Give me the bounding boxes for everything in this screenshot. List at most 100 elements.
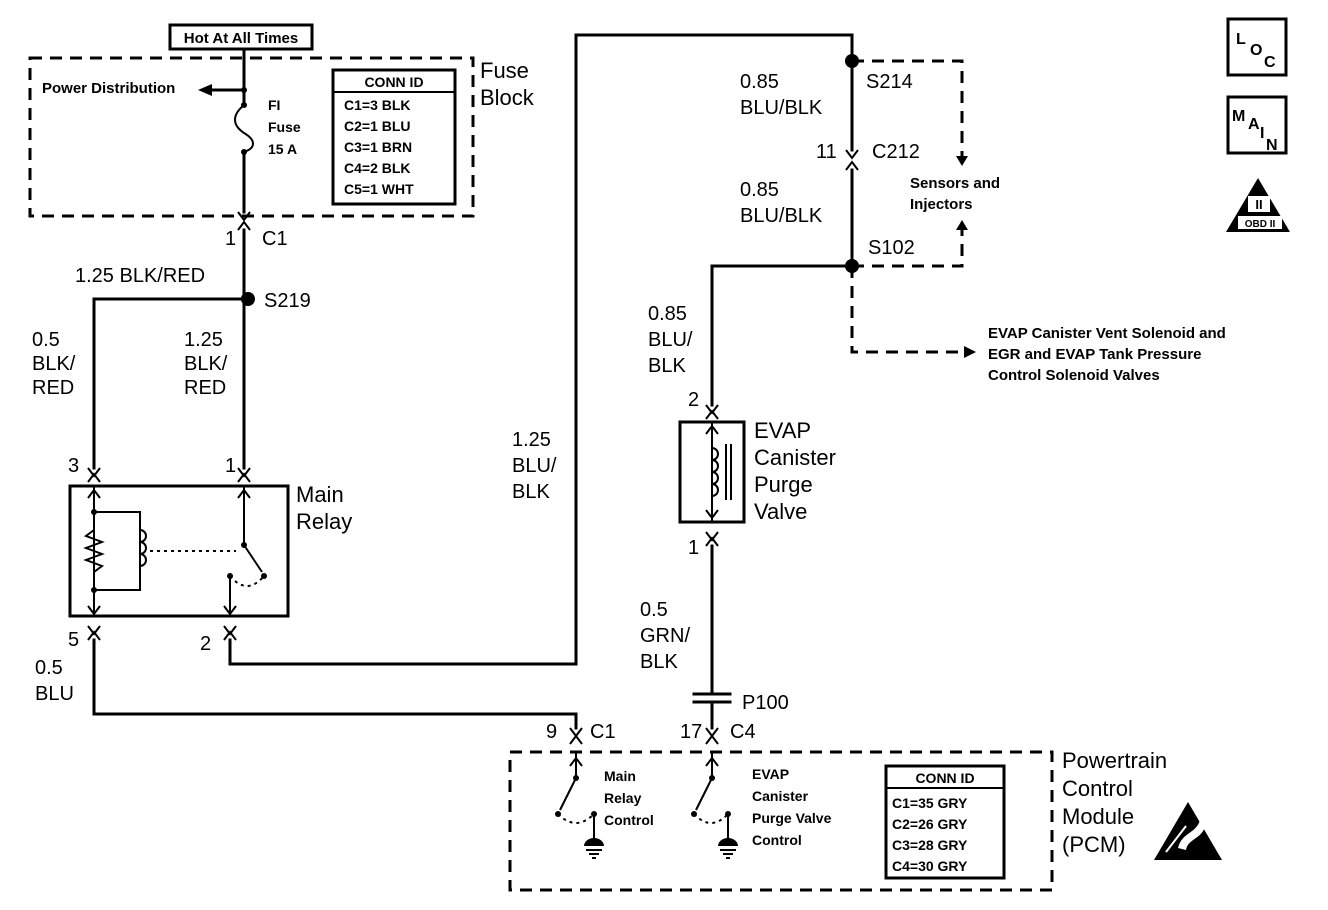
- relay-arrow-icon: [87, 488, 101, 499]
- hot-at-all-times-box: [168, 23, 314, 51]
- wire-label-blk: BLK: [648, 355, 686, 377]
- wire-label-0-5: 0.5: [640, 599, 668, 621]
- wire-label-blk: BLK: [512, 481, 550, 503]
- relay-pin1-label: 1: [225, 455, 236, 477]
- wire-label-blu: BLU/: [512, 455, 557, 477]
- ground-icon: [718, 838, 738, 846]
- switch-arrow-icon: [705, 756, 719, 767]
- wire-label-1-25-blk-red: 1.25 BLK/RED: [75, 265, 205, 287]
- loc-letter: L: [1236, 31, 1246, 48]
- sensors-label-1: Sensors and: [910, 175, 1000, 192]
- fuse-label-1: FI: [268, 97, 280, 113]
- pcm-conn-id-box: [884, 764, 1006, 880]
- relay-arrow-icon: [237, 488, 251, 499]
- c212-connector-male-icon: [845, 160, 859, 171]
- main-relay: 3 1 Main Relay 5 2: [68, 455, 352, 655]
- pcm-name-1: Powertrain: [1062, 748, 1167, 773]
- splice-s219-icon: [241, 292, 255, 306]
- splice-s102-label: S102: [868, 237, 915, 259]
- fuse-conn-item: C2=1 BLU: [344, 118, 411, 134]
- esd-hand-icon: [1178, 820, 1206, 850]
- fuse-block-name-1: Fuse: [480, 58, 529, 83]
- pcm-c1-label: C1: [590, 721, 616, 743]
- valve-pin2-label: 2: [688, 389, 699, 411]
- valve-arrow-icon: [705, 424, 719, 435]
- main-relay-control-switch: Main Relay Control: [555, 752, 654, 859]
- pcm-conn-item: C3=28 GRY: [892, 837, 968, 853]
- power-distribution-label: Power Distribution: [42, 80, 175, 97]
- fuse-conn-id-table: CONN ID C1=3 BLK C2=1 BLU C3=1 BRN C4=2 …: [331, 68, 457, 206]
- esd-slash-icon: [1165, 825, 1187, 853]
- relay-pin3-connector-icon: [87, 467, 101, 478]
- relay-resistor-icon: [83, 529, 105, 573]
- evap-vent-label-2: EGR and EVAP Tank Pressure: [988, 346, 1201, 363]
- switch-blade: [695, 777, 713, 811]
- valve-name-2: Canister: [754, 445, 836, 470]
- relay-pin5-label: 5: [68, 629, 79, 651]
- main-letter: N: [1266, 137, 1278, 154]
- valve-pin1-connector-icon: [705, 531, 719, 542]
- valve-pin1-label: 1: [688, 537, 699, 559]
- evap-vent-label-1: EVAP Canister Vent Solenoid and: [988, 325, 1226, 342]
- pcm-pin17-label: 17: [680, 721, 702, 743]
- evap-ctrl-1: EVAP: [752, 766, 789, 782]
- valve-name-1: EVAP: [754, 418, 811, 443]
- relay-name-1: Main: [296, 482, 344, 507]
- feed-wire-1-25-blu-blk: 1.25 BLU/ BLK: [228, 33, 854, 666]
- evap-vent-arrow-icon: [964, 346, 976, 358]
- evap-purge-valve: 2 EVAP Canister Purge Valve 1 0.5 GRN/ B…: [640, 389, 836, 730]
- pcm-conn-item: C1=35 GRY: [892, 795, 968, 811]
- main-letter: M: [1232, 108, 1245, 125]
- c212-pin-label: 11: [816, 141, 837, 163]
- wire-label-1-25: 1.25: [184, 329, 223, 351]
- main-relay-ctrl-1: Main: [604, 768, 636, 784]
- obd-label: OBD II: [1245, 219, 1276, 230]
- fuse-conn-item: C5=1 WHT: [344, 181, 414, 197]
- wire-label-red: RED: [184, 377, 226, 399]
- splice-s214-label: S214: [866, 71, 913, 93]
- relay-pin1-connector-icon: [237, 467, 251, 478]
- evap-ctrl-3: Purge Valve: [752, 810, 832, 826]
- fuse-block: Hot At All Times Fuse Block Power Distri…: [28, 23, 535, 250]
- pcm: 9 C1 17 C4 Powertrain Control Module (PC…: [508, 721, 1222, 892]
- loc-letter: O: [1250, 42, 1262, 59]
- relay-switch-arc: [229, 575, 265, 587]
- valve-name-4: Valve: [754, 499, 807, 524]
- wire-label-blk: BLK: [640, 651, 678, 673]
- wire-label-0-5: 0.5: [35, 657, 63, 679]
- c1-pin-label: 1: [225, 228, 236, 250]
- switch-arc: [557, 813, 595, 824]
- wire-label-0-85: 0.85: [740, 179, 779, 201]
- main-icon[interactable]: M A I N: [1226, 95, 1288, 155]
- c1-connector-male-icon: [237, 220, 251, 231]
- evap-ctrl-4: Control: [752, 832, 802, 848]
- relay-contact: [261, 573, 267, 579]
- fuse-label-2: Fuse: [268, 119, 301, 135]
- fuse-label-3: 15 A: [268, 141, 297, 157]
- wire-label-0-85: 0.85: [740, 71, 779, 93]
- loc-icon[interactable]: L O C: [1226, 17, 1288, 77]
- wire-label-0-85: 0.85: [648, 303, 687, 325]
- wire-label-blu-blk: BLU/BLK: [740, 97, 823, 119]
- sensors-arrow-icon: [956, 156, 968, 166]
- wire-label-1-25: 1.25: [512, 429, 551, 451]
- pcm-name-2: Control: [1062, 776, 1133, 801]
- c212-label: C212: [872, 141, 920, 163]
- wire-label-0-5: 0.5: [32, 329, 60, 351]
- valve-pin2-connector-icon: [705, 404, 719, 415]
- fuse-block-outline: [28, 56, 475, 218]
- fuse-conn-id-title: CONN ID: [364, 74, 423, 90]
- p100-label: P100: [742, 692, 789, 714]
- esd-warning-icon: [1154, 802, 1222, 860]
- pcm-conn-item: C4=30 GRY: [892, 858, 968, 874]
- c212-connector-female-icon: [845, 149, 859, 160]
- valve-pin2-connector-icon: [705, 409, 719, 420]
- obd-label-box: [1238, 216, 1282, 229]
- valve-solenoid-coil-icon: [711, 447, 719, 497]
- obd-ii-icon[interactable]: II OBD II: [1226, 178, 1290, 232]
- splice-group: S214 0.85 BLU/BLK 11 C212 0.85 BLU/BLK S…: [648, 54, 1226, 407]
- obd-roman-box: [1248, 196, 1270, 212]
- c1-connector-label: C1: [262, 228, 288, 250]
- relay-arrow-icon: [223, 605, 237, 616]
